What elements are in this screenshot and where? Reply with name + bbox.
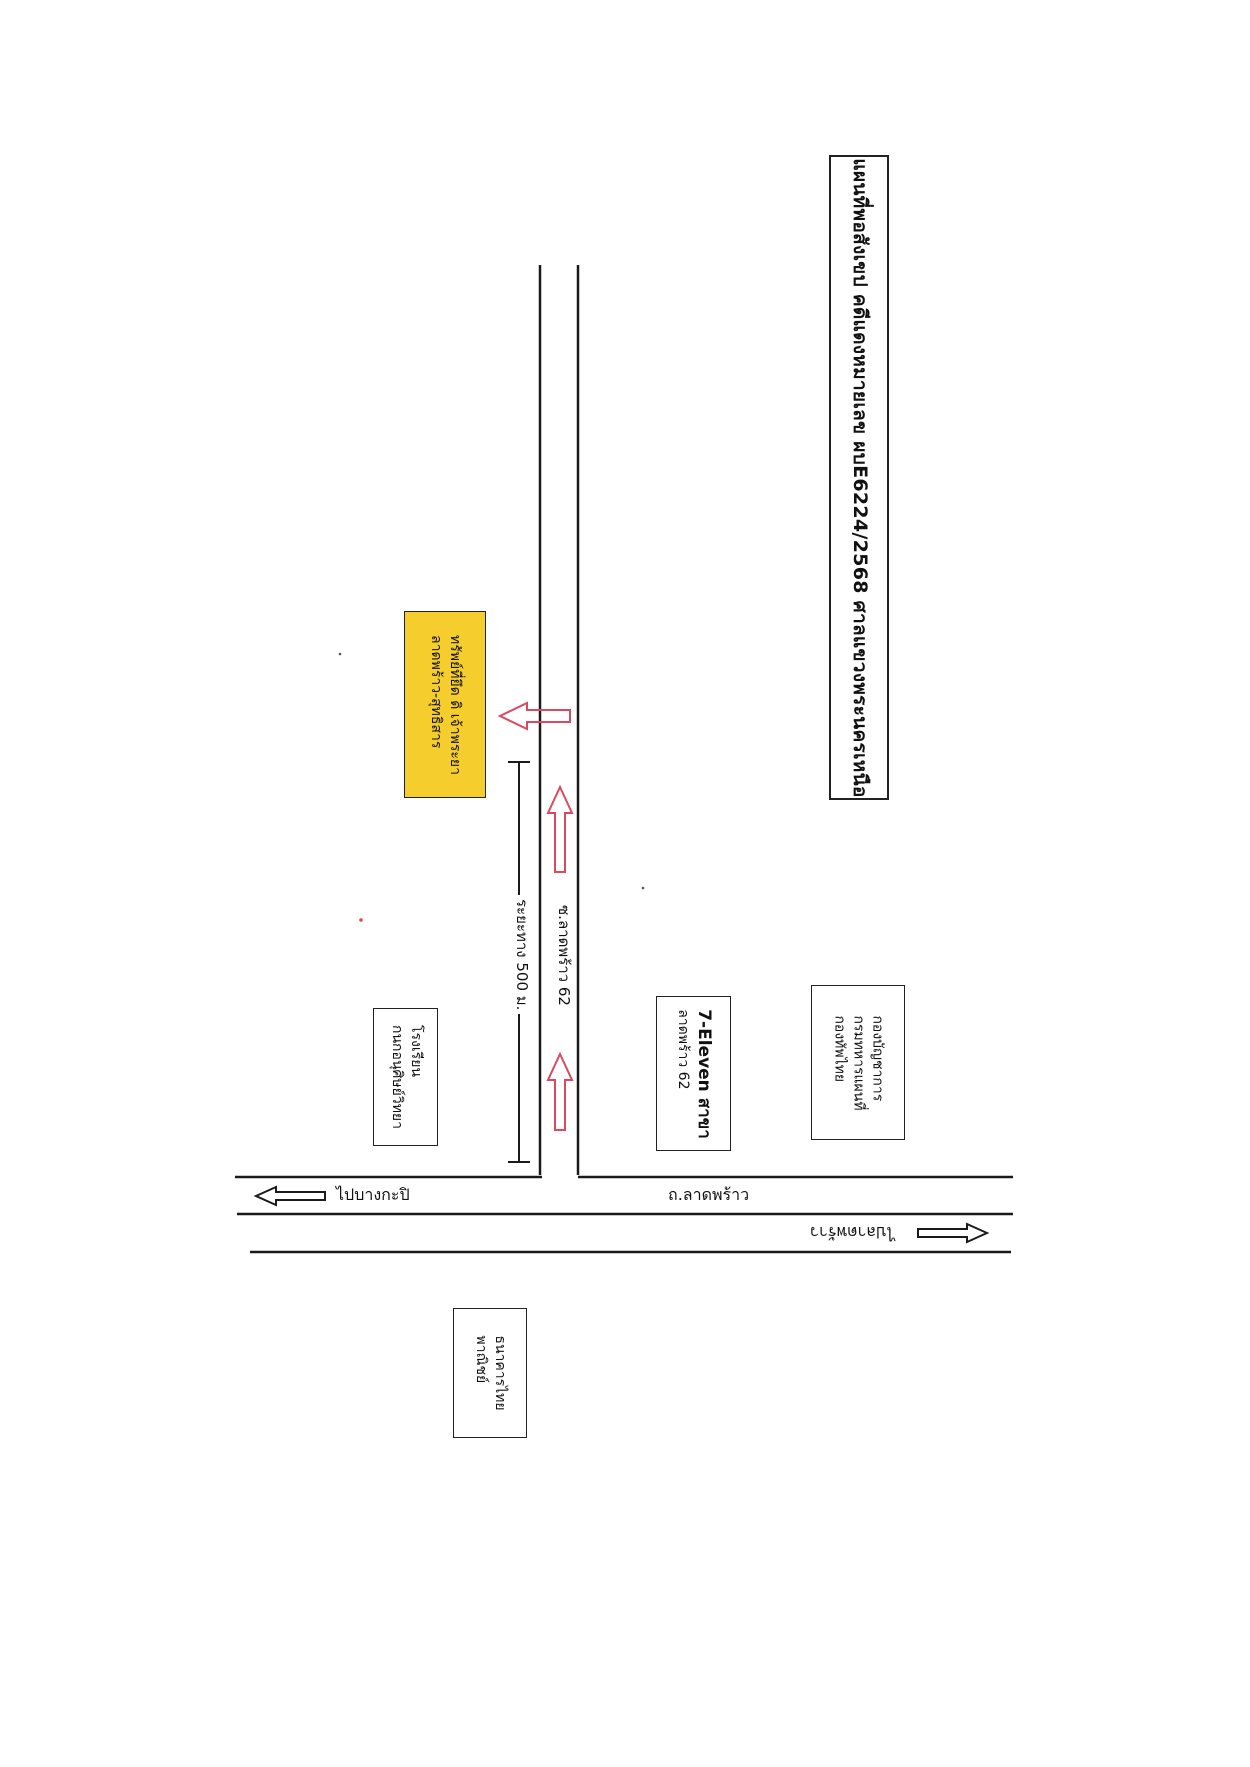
main-road-label: ถ.ลาดพร้าว [668,1185,750,1204]
dot-mark [338,652,342,656]
dot-mark [359,918,363,922]
to-ladprao-arrow-icon [917,1222,990,1244]
direction-arrow-icon [546,1051,574,1131]
army-label: กองบัญชาการ กรมทหารแผนที่ กองทัพไทย [831,1014,886,1111]
seven-eleven-box: 7-Eleven สาขา ลาดพร้าว 62 [656,996,731,1151]
to-ladprao-label: ไปลาดพร้าว [810,1223,895,1242]
to-bangkapi-arrow-icon [253,1185,326,1207]
army-box: กองบัญชาการ กรมทหารแผนที่ กองทัพไทย [811,985,905,1140]
direction-arrow-icon [546,784,574,873]
property-box: ทรัพย์ที่ยึด ดิ เจ้าพระยา ลาดพร้าว-สุทธิ… [404,611,486,798]
dot-mark [641,886,645,890]
bank-box: ธนาคารไทย พาณิชย์ [453,1308,527,1438]
property-label: ทรัพย์ที่ยึด ดิ เจ้าพระยา ลาดพร้าว-สุทธิ… [428,634,463,775]
property-arrow-icon [497,701,571,731]
title-box: แผนที่พอสังเขป คดีแดงหมายเลข ผบE6224/256… [829,155,889,800]
school-label: โรงเรียน กนกอนุศิษย์วิทยา [388,1025,424,1129]
soi-label: ซ.ลาดพร้าว 62 [555,905,573,1006]
to-bangkapi-label: ไปบางกะปิ [336,1185,410,1204]
map-title: แผนที่พอสังเขป คดีแดงหมายเลข ผบE6224/256… [848,157,871,798]
seven-eleven-label: 7-Eleven สาขา ลาดพร้าว 62 [674,1008,714,1139]
school-box: โรงเรียน กนกอนุศิษย์วิทยา [373,1008,438,1146]
distance-label: ระยะทาง 500 ม. [512,895,531,1015]
bank-label: ธนาคารไทย พาณิชย์ [473,1335,508,1411]
